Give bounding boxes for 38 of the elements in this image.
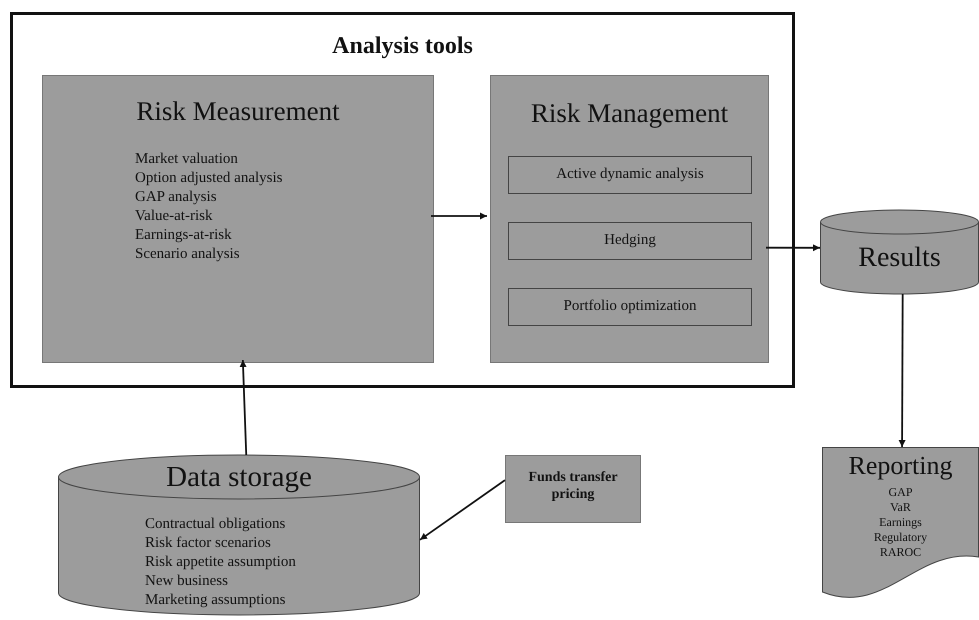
process-box [490,75,769,363]
arrow [898,294,906,447]
process-box [42,75,434,363]
process-box [505,455,641,523]
list-item: Scenario analysis [135,246,240,263]
process-box [508,156,752,194]
list-item: Earnings-at-risk [135,227,232,244]
arrow [419,479,506,541]
list-item: Marketing assumptions [145,592,286,609]
list-item: Market valuation [135,151,238,168]
arrow [766,244,820,252]
box-label: Funds transfer pricing [527,470,619,504]
box-heading: Risk Measurement [135,96,341,127]
list-item: Value-at-risk [135,208,212,225]
process-box [508,222,752,260]
arrow [431,212,487,220]
box-label: Active dynamic analysis [555,166,705,183]
list-item: GAP [887,485,914,500]
list-item: RAROC [878,545,922,560]
list-item: Regulatory [872,530,928,545]
box-heading: Reporting [848,451,954,481]
list-item: GAP analysis [135,189,217,206]
box-heading: Risk Management [530,98,730,129]
group-frame [10,12,795,388]
box-label: Portfolio optimization [562,298,698,315]
process-box [508,288,752,326]
list-item: Earnings [878,515,923,530]
box-label: Hedging [603,232,657,249]
list-item: Contractual obligations [145,516,286,533]
list-item: New business [145,573,228,590]
list-item: Option adjusted analysis [135,170,282,187]
box-heading: Data storage [165,461,313,494]
box-heading: Results [857,242,942,274]
list-item: Risk factor scenarios [145,535,271,552]
group-title: Analysis tools [331,33,474,60]
arrow [240,360,248,456]
list-item: Risk appetite assumption [145,554,296,571]
list-item: VaR [889,500,912,515]
